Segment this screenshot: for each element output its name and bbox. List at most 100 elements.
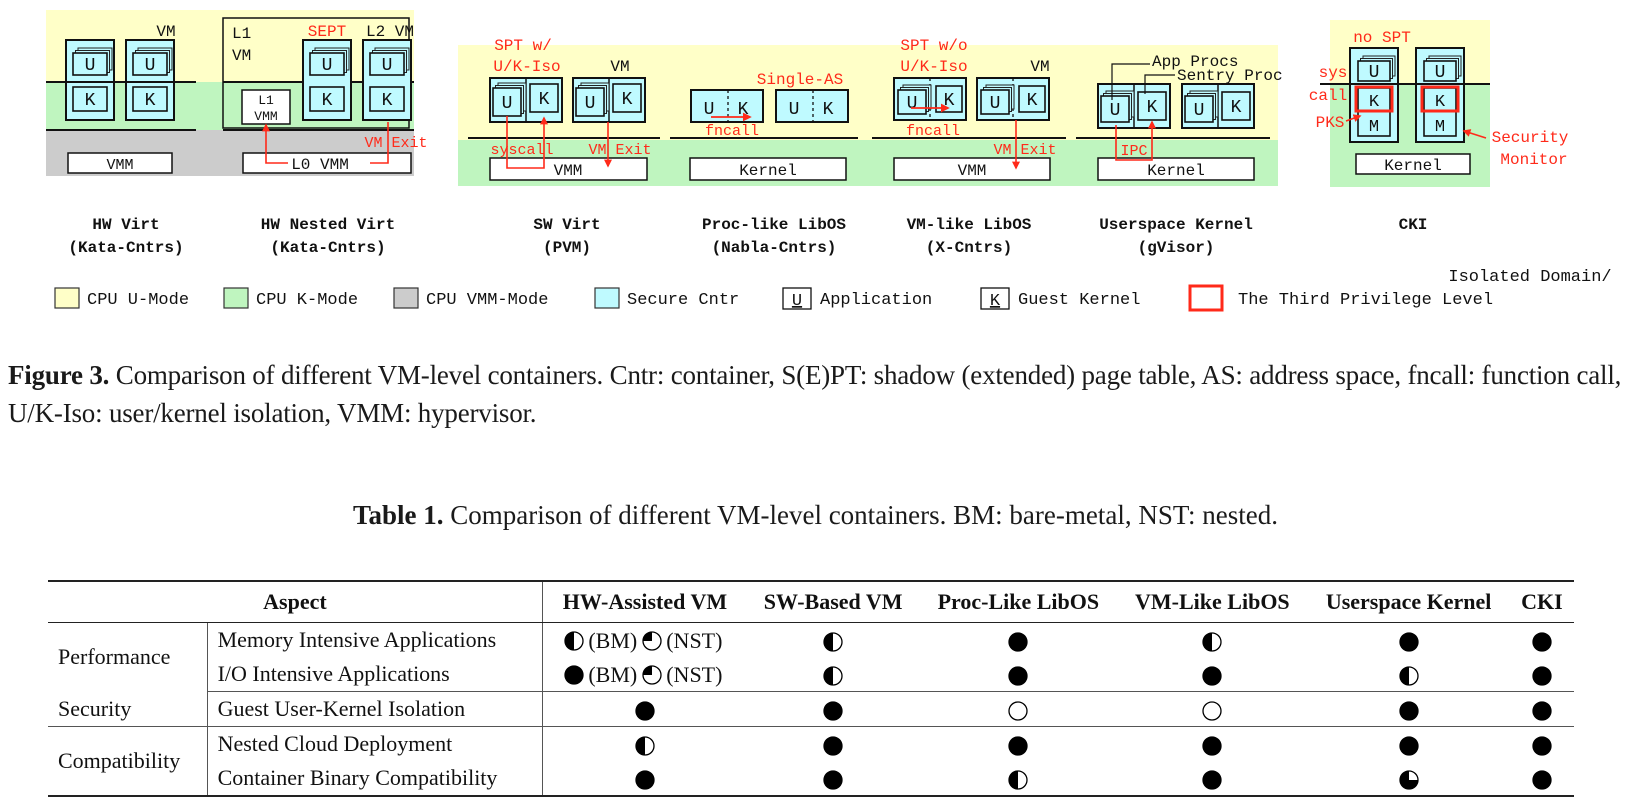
panel-title: HW Virt <box>92 216 159 234</box>
app-box <box>575 87 605 117</box>
rating-cell <box>542 761 747 796</box>
panel-subtitle: (X-Cntrs) <box>926 239 1012 257</box>
rating-cell <box>919 761 1117 796</box>
kernel-box <box>1137 91 1167 121</box>
app-box <box>1357 60 1391 82</box>
kernel-letter: K <box>1231 98 1242 118</box>
aspect-cell: Guest User-Kernel Isolation <box>207 691 543 727</box>
legend-letter-box <box>980 287 1010 310</box>
rating-cell: (BM) (NST) <box>542 657 747 692</box>
figure-caption: Figure 3. Comparison of different VM-lev… <box>8 356 1628 432</box>
app-box <box>72 52 108 76</box>
vm-exit-arrow <box>370 122 389 164</box>
table-row: Container Binary Compatibility <box>48 761 1574 796</box>
app-box <box>980 89 1010 115</box>
rating-cell <box>919 691 1118 727</box>
syscall-arrow <box>506 116 548 169</box>
rating-dot <box>823 701 843 721</box>
legend-label: CPU VMM-Mode <box>426 291 548 310</box>
label: VMM <box>958 162 987 180</box>
kernel-letter: K <box>1147 98 1158 118</box>
rating-dot <box>1398 736 1419 756</box>
label: PKS <box>1316 114 1345 132</box>
rating-cell <box>747 623 919 658</box>
app-letter: U <box>1110 101 1121 121</box>
kernel-letter: K <box>85 91 96 111</box>
label: K <box>823 100 834 120</box>
rating-dot <box>1202 770 1223 790</box>
kernel-box <box>72 86 108 112</box>
legend-label: Isolated Domain/ <box>1448 268 1611 287</box>
label: Monitor <box>1500 151 1567 169</box>
app-letter: U <box>502 94 513 114</box>
app-box <box>1184 95 1214 123</box>
rating-cell <box>1307 691 1510 727</box>
rating-cell <box>1117 691 1308 727</box>
category-cell: Security <box>48 691 208 727</box>
app-letter: U <box>1435 63 1446 83</box>
rating-dot <box>1008 736 1028 756</box>
rating-dot <box>1532 736 1552 756</box>
legend-swatch <box>54 287 80 309</box>
rating-note: (BM) <box>588 627 638 653</box>
kernel-box <box>689 157 847 181</box>
kernel-letter: K <box>622 90 633 110</box>
figure-caption-label: Figure 3. <box>8 360 110 390</box>
rating-dot <box>1532 701 1552 721</box>
category-cell: Compatibility <box>48 726 208 796</box>
label: M <box>1435 118 1445 137</box>
rating-cell <box>1307 623 1509 658</box>
panel-title: VM-like LibOS <box>907 216 1032 234</box>
label: L2 VM <box>366 23 414 41</box>
rating-cell <box>1117 623 1307 658</box>
label: VM Exit <box>588 142 651 159</box>
panel-subtitle: (Nabla-Cntrs) <box>712 239 837 257</box>
app-letter: U <box>1369 63 1380 83</box>
legend-letter-box <box>782 287 812 310</box>
rating-cell <box>1307 727 1509 762</box>
rating-dot <box>564 631 584 651</box>
rating-cell <box>746 691 920 727</box>
aspect-cell: Memory Intensive Applications <box>207 622 543 657</box>
panel-title: Userspace Kernel <box>1099 216 1253 234</box>
monitor-arrow <box>1462 129 1487 139</box>
rating-cell <box>919 657 1118 692</box>
app-box <box>897 89 927 115</box>
label: call <box>1309 87 1347 105</box>
panel-subtitle: (gVisor) <box>1138 239 1215 257</box>
rating-cell <box>1307 761 1509 796</box>
rating-dot <box>1202 736 1223 756</box>
rating-note: (NST) <box>666 661 723 687</box>
panel-subtitle: (Kata-Cntrs) <box>68 239 183 257</box>
rating-note: (BM) <box>588 661 638 687</box>
panel-subtitle: (Kata-Cntrs) <box>270 239 385 257</box>
aspect-header: Aspect <box>48 581 543 623</box>
rating-dot <box>823 770 843 790</box>
rating-dot <box>1008 666 1028 686</box>
label: SPT w/ <box>494 37 552 55</box>
label: VMM <box>106 157 133 174</box>
aspect-cell: Container Binary Compatibility <box>207 761 543 796</box>
label: no SPT <box>1353 29 1411 47</box>
rating-dot <box>823 666 843 686</box>
app-letter: U <box>85 56 96 76</box>
rating-dot <box>1532 770 1552 790</box>
rating-cell <box>542 727 747 762</box>
label: VMM <box>254 109 277 124</box>
kernel-box <box>1018 85 1046 113</box>
column-header: Userspace Kernel <box>1307 581 1510 623</box>
label: Single-AS <box>757 71 843 89</box>
libos-2 <box>775 89 849 123</box>
table-row: I/O Intensive Applications(BM)(NST) <box>48 657 1574 692</box>
category-cell: Performance <box>48 622 208 692</box>
legend-label: The Third Privilege Level <box>1238 291 1493 310</box>
label: L0 VMM <box>291 156 349 174</box>
app-box <box>369 52 405 76</box>
label: VM Exit <box>993 142 1056 159</box>
table-caption-label: Table 1. <box>352 500 444 530</box>
legend-label: CPU U-Mode <box>87 291 189 310</box>
rating-cell <box>1510 727 1574 762</box>
